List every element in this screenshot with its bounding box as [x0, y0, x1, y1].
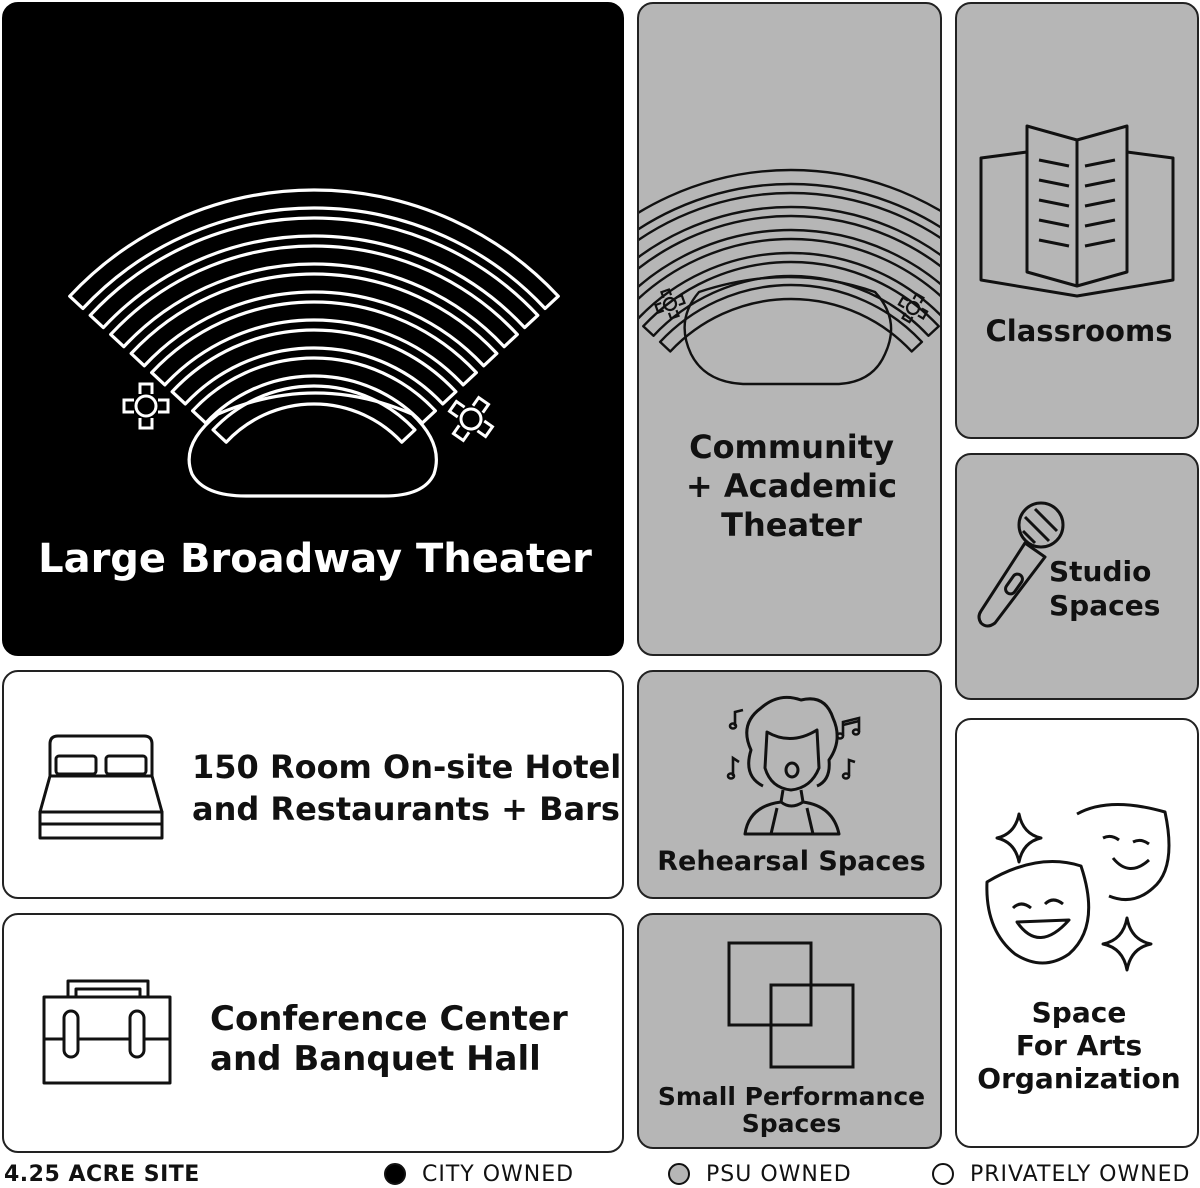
site-size-label: 4.25 ACRE SITE [4, 1160, 200, 1188]
stage [187, 391, 438, 498]
seating-row [658, 283, 924, 353]
legend-privately-owned: PRIVATELY OWNED [932, 1160, 1191, 1188]
tile-arts-organization: Space For Arts Organization [955, 718, 1199, 1148]
tile-title: Space For Arts Organization [957, 996, 1197, 1095]
tile-conference-center: Conference Center and Banquet Hall [2, 913, 624, 1153]
tile-title: Rehearsal Spaces [657, 846, 926, 877]
title-line: Community [689, 428, 894, 466]
seating-row [109, 244, 519, 349]
tile-studio-spaces: Studio Spaces [955, 453, 1199, 700]
seating-row [170, 328, 458, 406]
bed-icon [38, 734, 164, 840]
singer-icon [743, 695, 841, 836]
tile-title: Large Broadway Theater [38, 536, 592, 582]
tile-small-performance-spaces: Small Performance Spaces [637, 913, 942, 1149]
title-line: + Academic [685, 467, 898, 505]
title-line: Organization [977, 1062, 1181, 1095]
tile-large-broadway-theater: Large Broadway Theater [2, 2, 624, 656]
sparkle-icon [995, 812, 1043, 864]
seating-row [639, 237, 940, 320]
title-line: and Banquet Hall [210, 1039, 541, 1079]
tile-title: 150 Room On-site Hotel and Restaurants +… [192, 746, 621, 830]
seating-row [150, 300, 478, 387]
legend-swatch-city [384, 1163, 406, 1185]
tile-title: Community + Academic Theater [639, 428, 940, 545]
title-line: 150 Room On-site Hotel [192, 748, 622, 786]
title-line: Conference Center [210, 999, 568, 1039]
title-line: Spaces [1049, 589, 1161, 622]
sparkle-icon [1101, 916, 1153, 972]
legend-city-owned: CITY OWNED [384, 1160, 574, 1188]
title-line: For Arts [1015, 1029, 1143, 1062]
title-line: Space [1031, 996, 1127, 1029]
theater-seating-icon [639, 168, 940, 386]
seating-row [211, 384, 417, 444]
seating-row [68, 188, 560, 311]
legend-swatch-psu [668, 1163, 690, 1185]
theater-masks-icon [985, 803, 1171, 965]
title-line: Studio [1049, 555, 1152, 588]
tile-title: Small Performance Spaces [639, 1082, 940, 1138]
tile-title: Studio Spaces [1049, 555, 1160, 623]
book-icon [979, 124, 1175, 298]
music-note-icon [835, 716, 861, 740]
legend-label: PSU OWNED [706, 1161, 852, 1187]
tile-classrooms: Classrooms [955, 2, 1199, 439]
title-line: Small Performance [657, 1082, 926, 1111]
microphone-icon [977, 501, 1065, 628]
music-note-icon [726, 755, 740, 780]
seating-row [639, 214, 940, 288]
title-line: Spaces [741, 1109, 842, 1138]
legend-label: CITY OWNED [422, 1161, 575, 1187]
tile-title: Conference Center and Banquet Hall [210, 999, 568, 1079]
music-note-icon [841, 758, 856, 780]
tile-title: Classrooms [985, 314, 1173, 348]
title-line: and Restaurants + Bars [192, 790, 620, 828]
legend-label: PRIVATELY OWNED [970, 1161, 1191, 1187]
spotlight-icon [447, 395, 495, 443]
theater-seating-icon [68, 188, 560, 498]
seating-row [190, 356, 438, 425]
overlapping-squares-icon [727, 941, 855, 1069]
legend-psu-owned: PSU OWNED [668, 1160, 852, 1188]
music-note-icon [728, 708, 744, 730]
tile-community-academic-theater: Community + Academic Theater [637, 2, 942, 656]
legend-swatch-private [932, 1163, 954, 1185]
spotlight-icon [654, 288, 686, 320]
spotlight-icon [122, 382, 170, 430]
stage [683, 275, 893, 386]
seating-row [642, 260, 940, 337]
seating-row [639, 168, 940, 231]
tile-rehearsal-spaces: Rehearsal Spaces [637, 670, 942, 899]
tile-hotel: 150 Room On-site Hotel and Restaurants +… [2, 670, 624, 899]
spotlight-icon [897, 292, 929, 324]
site-size-text: 4.25 ACRE SITE [4, 1161, 200, 1187]
seating-row [88, 216, 540, 330]
seating-row [129, 272, 499, 368]
briefcase-icon [42, 979, 172, 1085]
title-line: Theater [721, 506, 862, 544]
seating-row [639, 191, 940, 259]
